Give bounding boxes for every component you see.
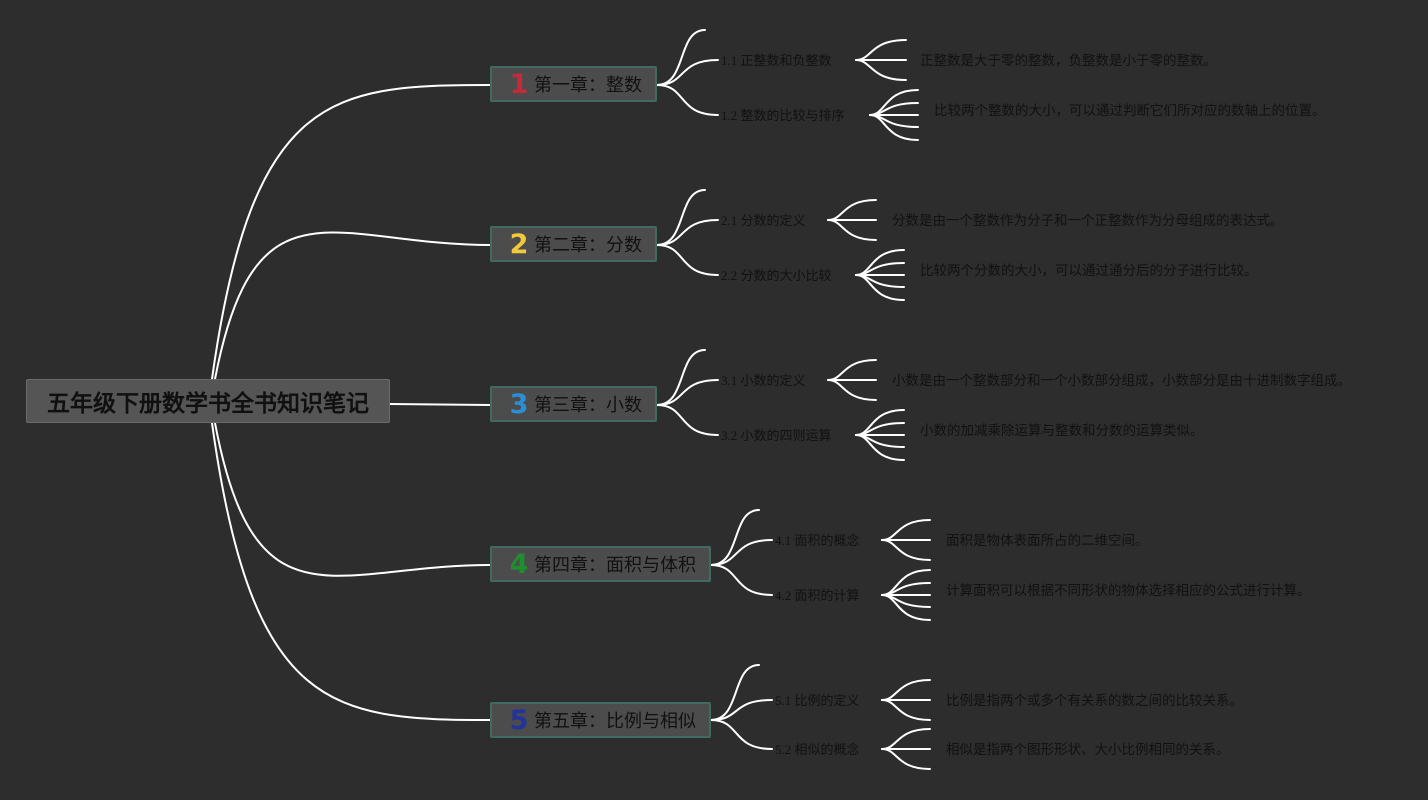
section-4-1[interactable]: 4.1 面积的概念 <box>775 533 860 548</box>
root-to-chapter-2-line <box>214 231 491 380</box>
chapter-4-branch-top <box>710 509 760 566</box>
section-2-1[interactable]: 2.1 分数的定义 <box>721 213 806 228</box>
desc-4-2[interactable]: 计算面积可以根据不同形状的物体选择相应的公式进行计算。 <box>946 583 1311 598</box>
fan-1-1-2 <box>855 59 907 81</box>
chapter-3-branch-top <box>656 349 706 406</box>
chapter-5-branch-2 <box>710 719 773 750</box>
chapter-1-title: 第一章：整数 <box>534 75 642 96</box>
section-3-2[interactable]: 3.2 小数的四则运算 <box>721 428 832 443</box>
chapter-2-title: 第二章：分数 <box>534 235 642 256</box>
fan-1-2-extra-b <box>869 114 919 128</box>
desc-1-2[interactable]: 比较两个整数的大小，可以通过判断它们所对应的数轴上的位置。 <box>934 103 1326 118</box>
number-4-icon: 4 <box>509 548 529 580</box>
chapter-5-branch-top <box>710 664 760 721</box>
root-to-chapter-4-line <box>214 422 491 577</box>
chapter-2-node[interactable]: 2 第二章：分数 <box>490 226 657 262</box>
fan-4-2-extra-a <box>881 582 931 596</box>
desc-5-1[interactable]: 比例是指两个或多个有关系的数之间的比较关系。 <box>946 693 1243 708</box>
chapter-4-title: 第四章：面积与体积 <box>534 555 696 576</box>
fan-5-1-0 <box>881 679 931 701</box>
chapter-1-branch-2 <box>656 84 719 116</box>
chapter-3-title: 第三章：小数 <box>534 395 642 416</box>
section-1-1[interactable]: 1.1 正整数和负整数 <box>721 53 832 68</box>
section-3-1[interactable]: 3.1 小数的定义 <box>721 373 806 388</box>
desc-4-1[interactable]: 面积是物体表面所占的二维空间。 <box>946 533 1149 548</box>
fan-5-2-0 <box>881 728 931 750</box>
section-5-2[interactable]: 5.2 相似的概念 <box>775 742 860 757</box>
fan-3-2-extra-a <box>855 422 905 436</box>
chapter-2-branch-top <box>656 189 706 246</box>
chapter-4-branch-1 <box>710 539 773 566</box>
desc-2-1[interactable]: 分数是由一个整数作为分子和一个正整数作为分母组成的表达式。 <box>892 213 1284 228</box>
number-3-icon: 3 <box>509 388 529 420</box>
desc-3-2[interactable]: 小数的加减乘除运算与整数和分数的运算类似。 <box>920 423 1204 438</box>
section-4-2[interactable]: 4.2 面积的计算 <box>775 588 860 603</box>
root-to-chapter-3-line <box>389 403 491 406</box>
chapter-5-branch-1 <box>710 699 773 721</box>
fan-3-1-0 <box>827 359 877 381</box>
chapter-3-branch-1 <box>656 379 719 406</box>
chapter-1-branch-top <box>656 29 706 86</box>
fan-2-1-0 <box>827 199 877 221</box>
chapter-3-branch-2 <box>656 404 719 436</box>
desc-3-1[interactable]: 小数是由一个整数部分和一个小数部分组成，小数部分是由十进制数字组成。 <box>892 373 1351 388</box>
section-2-2[interactable]: 2.2 分数的大小比较 <box>721 268 832 283</box>
root-topic[interactable]: 五年级下册数学书全书知识笔记 <box>26 379 390 423</box>
chapter-1-branch-1 <box>656 59 719 86</box>
chapter-3-node[interactable]: 3 第三章：小数 <box>490 386 657 422</box>
section-5-1[interactable]: 5.1 比例的定义 <box>775 693 860 708</box>
desc-1-1[interactable]: 正整数是大于零的整数，负整数是小于零的整数。 <box>920 53 1217 68</box>
chapter-4-branch-2 <box>710 564 773 596</box>
fan-4-2-extra-b <box>881 594 931 608</box>
fan-2-1-2 <box>827 219 877 241</box>
desc-5-2[interactable]: 相似是指两个图形形状、大小比例相同的关系。 <box>946 742 1230 757</box>
chapter-5-node[interactable]: 5 第五章：比例与相似 <box>490 702 711 738</box>
fan-4-1-2 <box>881 539 931 561</box>
chapter-2-branch-2 <box>656 244 719 276</box>
fan-3-2-extra-b <box>855 434 905 448</box>
chapter-5-title: 第五章：比例与相似 <box>534 711 696 732</box>
fan-5-2-2 <box>881 748 931 770</box>
fan-3-1-2 <box>827 379 877 401</box>
chapter-4-node[interactable]: 4 第四章：面积与体积 <box>490 546 711 582</box>
number-5-icon: 5 <box>509 704 529 736</box>
fan-2-2-extra-a <box>855 262 905 276</box>
number-1-icon: 1 <box>509 68 529 100</box>
root-to-chapter-5-line <box>211 422 491 721</box>
fan-2-2-extra-b <box>855 274 905 288</box>
chapter-2-branch-1 <box>656 219 719 246</box>
fan-1-2-extra-a <box>869 102 919 116</box>
chapter-1-node[interactable]: 1 第一章：整数 <box>490 66 657 102</box>
section-1-2[interactable]: 1.2 整数的比较与排序 <box>721 108 845 123</box>
number-2-icon: 2 <box>509 228 529 260</box>
root-to-chapter-1-line <box>211 84 491 380</box>
fan-1-1-0 <box>855 39 907 61</box>
fan-5-1-2 <box>881 699 931 721</box>
desc-2-2[interactable]: 比较两个分数的大小，可以通过通分后的分子进行比较。 <box>920 263 1258 278</box>
fan-4-1-0 <box>881 519 931 541</box>
